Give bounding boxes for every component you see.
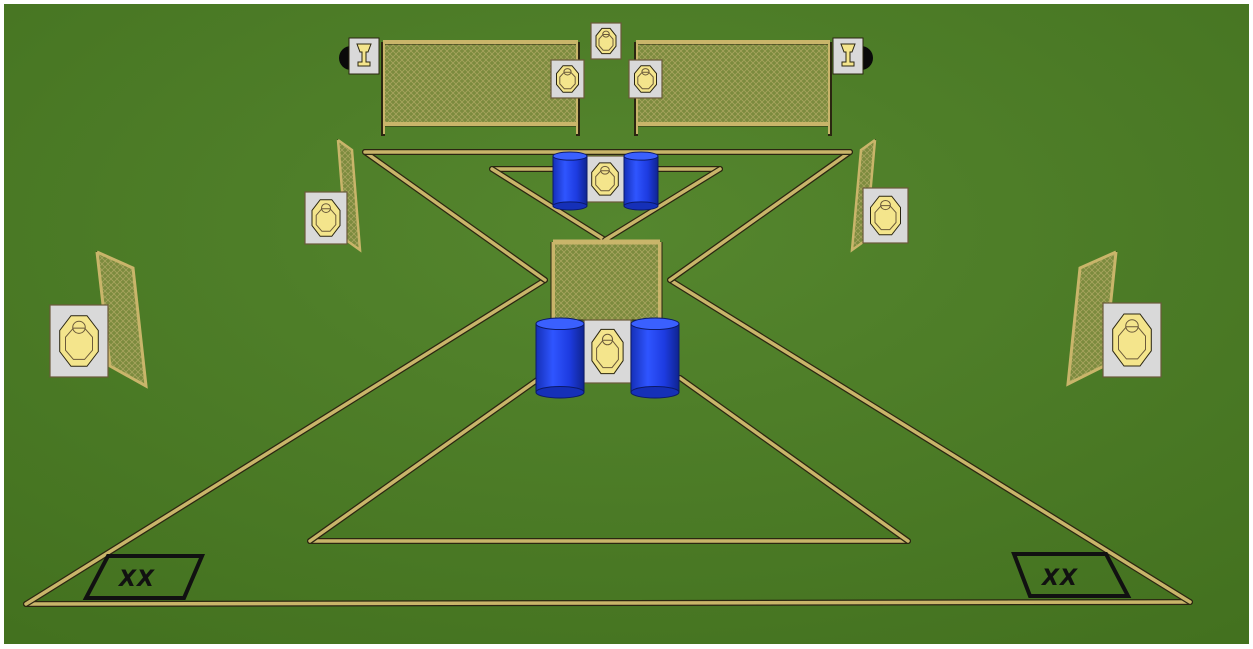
shooting-box-label: XX bbox=[1040, 566, 1078, 591]
paper-target bbox=[584, 320, 631, 383]
shooting-box-label: XX bbox=[117, 567, 155, 592]
mesh-wall-center bbox=[551, 242, 662, 320]
paper-target bbox=[629, 60, 662, 98]
paper-target bbox=[591, 23, 621, 59]
barrel bbox=[536, 318, 584, 398]
paper-target bbox=[1103, 303, 1161, 377]
paper-target bbox=[50, 305, 108, 377]
paper-target bbox=[585, 156, 625, 202]
mesh-wall-top-right bbox=[636, 42, 830, 136]
barrel bbox=[631, 318, 679, 398]
barrel bbox=[624, 152, 658, 210]
fault-line bbox=[26, 602, 1190, 604]
paper-target bbox=[863, 188, 908, 243]
paper-target bbox=[305, 192, 347, 244]
barrel bbox=[553, 152, 587, 210]
paper-target bbox=[551, 60, 584, 98]
mesh-wall-top-left bbox=[383, 42, 578, 136]
